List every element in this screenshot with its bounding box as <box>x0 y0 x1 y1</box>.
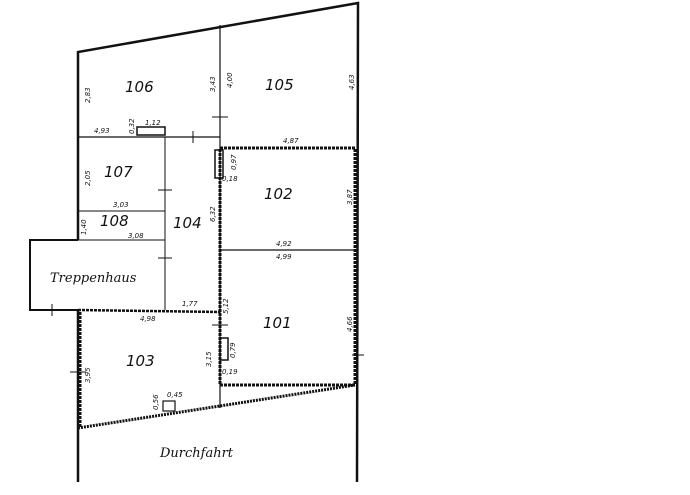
room-101: 101 <box>263 314 292 332</box>
room-102: 102 <box>264 185 293 203</box>
dim: 3,87 <box>346 189 354 205</box>
room-102-wall <box>218 146 357 387</box>
stair-label: Treppenhaus <box>50 271 137 286</box>
dim: 4,92 <box>276 240 292 248</box>
chimney <box>136 126 166 136</box>
dim: 1,77 <box>182 300 198 308</box>
dim: 1,40 <box>80 219 88 235</box>
dim: 2,83 <box>84 87 92 103</box>
dim: 4,87 <box>283 137 299 145</box>
room-106: 106 <box>125 78 154 96</box>
dim: 4,98 <box>140 315 156 323</box>
dim: 3,95 <box>84 367 92 383</box>
dim: 4,63 <box>348 74 356 90</box>
room-103: 103 <box>126 352 155 370</box>
dim: 3,03 <box>113 201 129 209</box>
room-107: 107 <box>104 163 133 181</box>
dimensions: 2,83 3,43 4,00 4,63 4,93 0,32 1,12 4,87 … <box>80 72 356 410</box>
chimney <box>162 400 176 412</box>
dim: 0,19 <box>222 368 238 376</box>
dim: 3,15 <box>205 351 213 367</box>
dim: 4,99 <box>276 253 292 261</box>
dim: 2,05 <box>84 170 92 186</box>
chimney <box>214 149 224 179</box>
chimney <box>219 337 229 361</box>
dim: 4,93 <box>94 127 110 135</box>
dim: 0,79 <box>229 342 237 358</box>
dim: 3,08 <box>128 232 144 240</box>
dim: 1,12 <box>145 119 161 127</box>
dim: 0,97 <box>230 154 238 170</box>
dim: 0,56 <box>152 394 160 410</box>
dim: 0,18 <box>222 175 238 183</box>
wall <box>77 308 221 314</box>
dim: 6,32 <box>209 206 217 222</box>
room-labels: 106 105 107 108 104 102 101 103 Treppenh… <box>50 76 294 461</box>
room-105: 105 <box>265 76 294 94</box>
stair-wall <box>29 239 78 311</box>
passage-label: Durchfahrt <box>159 446 234 461</box>
passage-wall <box>77 383 356 430</box>
room-108: 108 <box>100 212 129 230</box>
dim: 3,43 <box>209 76 217 92</box>
dim: 0,45 <box>167 391 183 399</box>
dim: 4,00 <box>226 72 234 88</box>
dim: 0,32 <box>128 118 136 134</box>
dim: 5,12 <box>222 298 230 314</box>
outer-wall <box>76 1 360 483</box>
dim: 4,66 <box>346 316 354 332</box>
room-104: 104 <box>173 214 202 232</box>
